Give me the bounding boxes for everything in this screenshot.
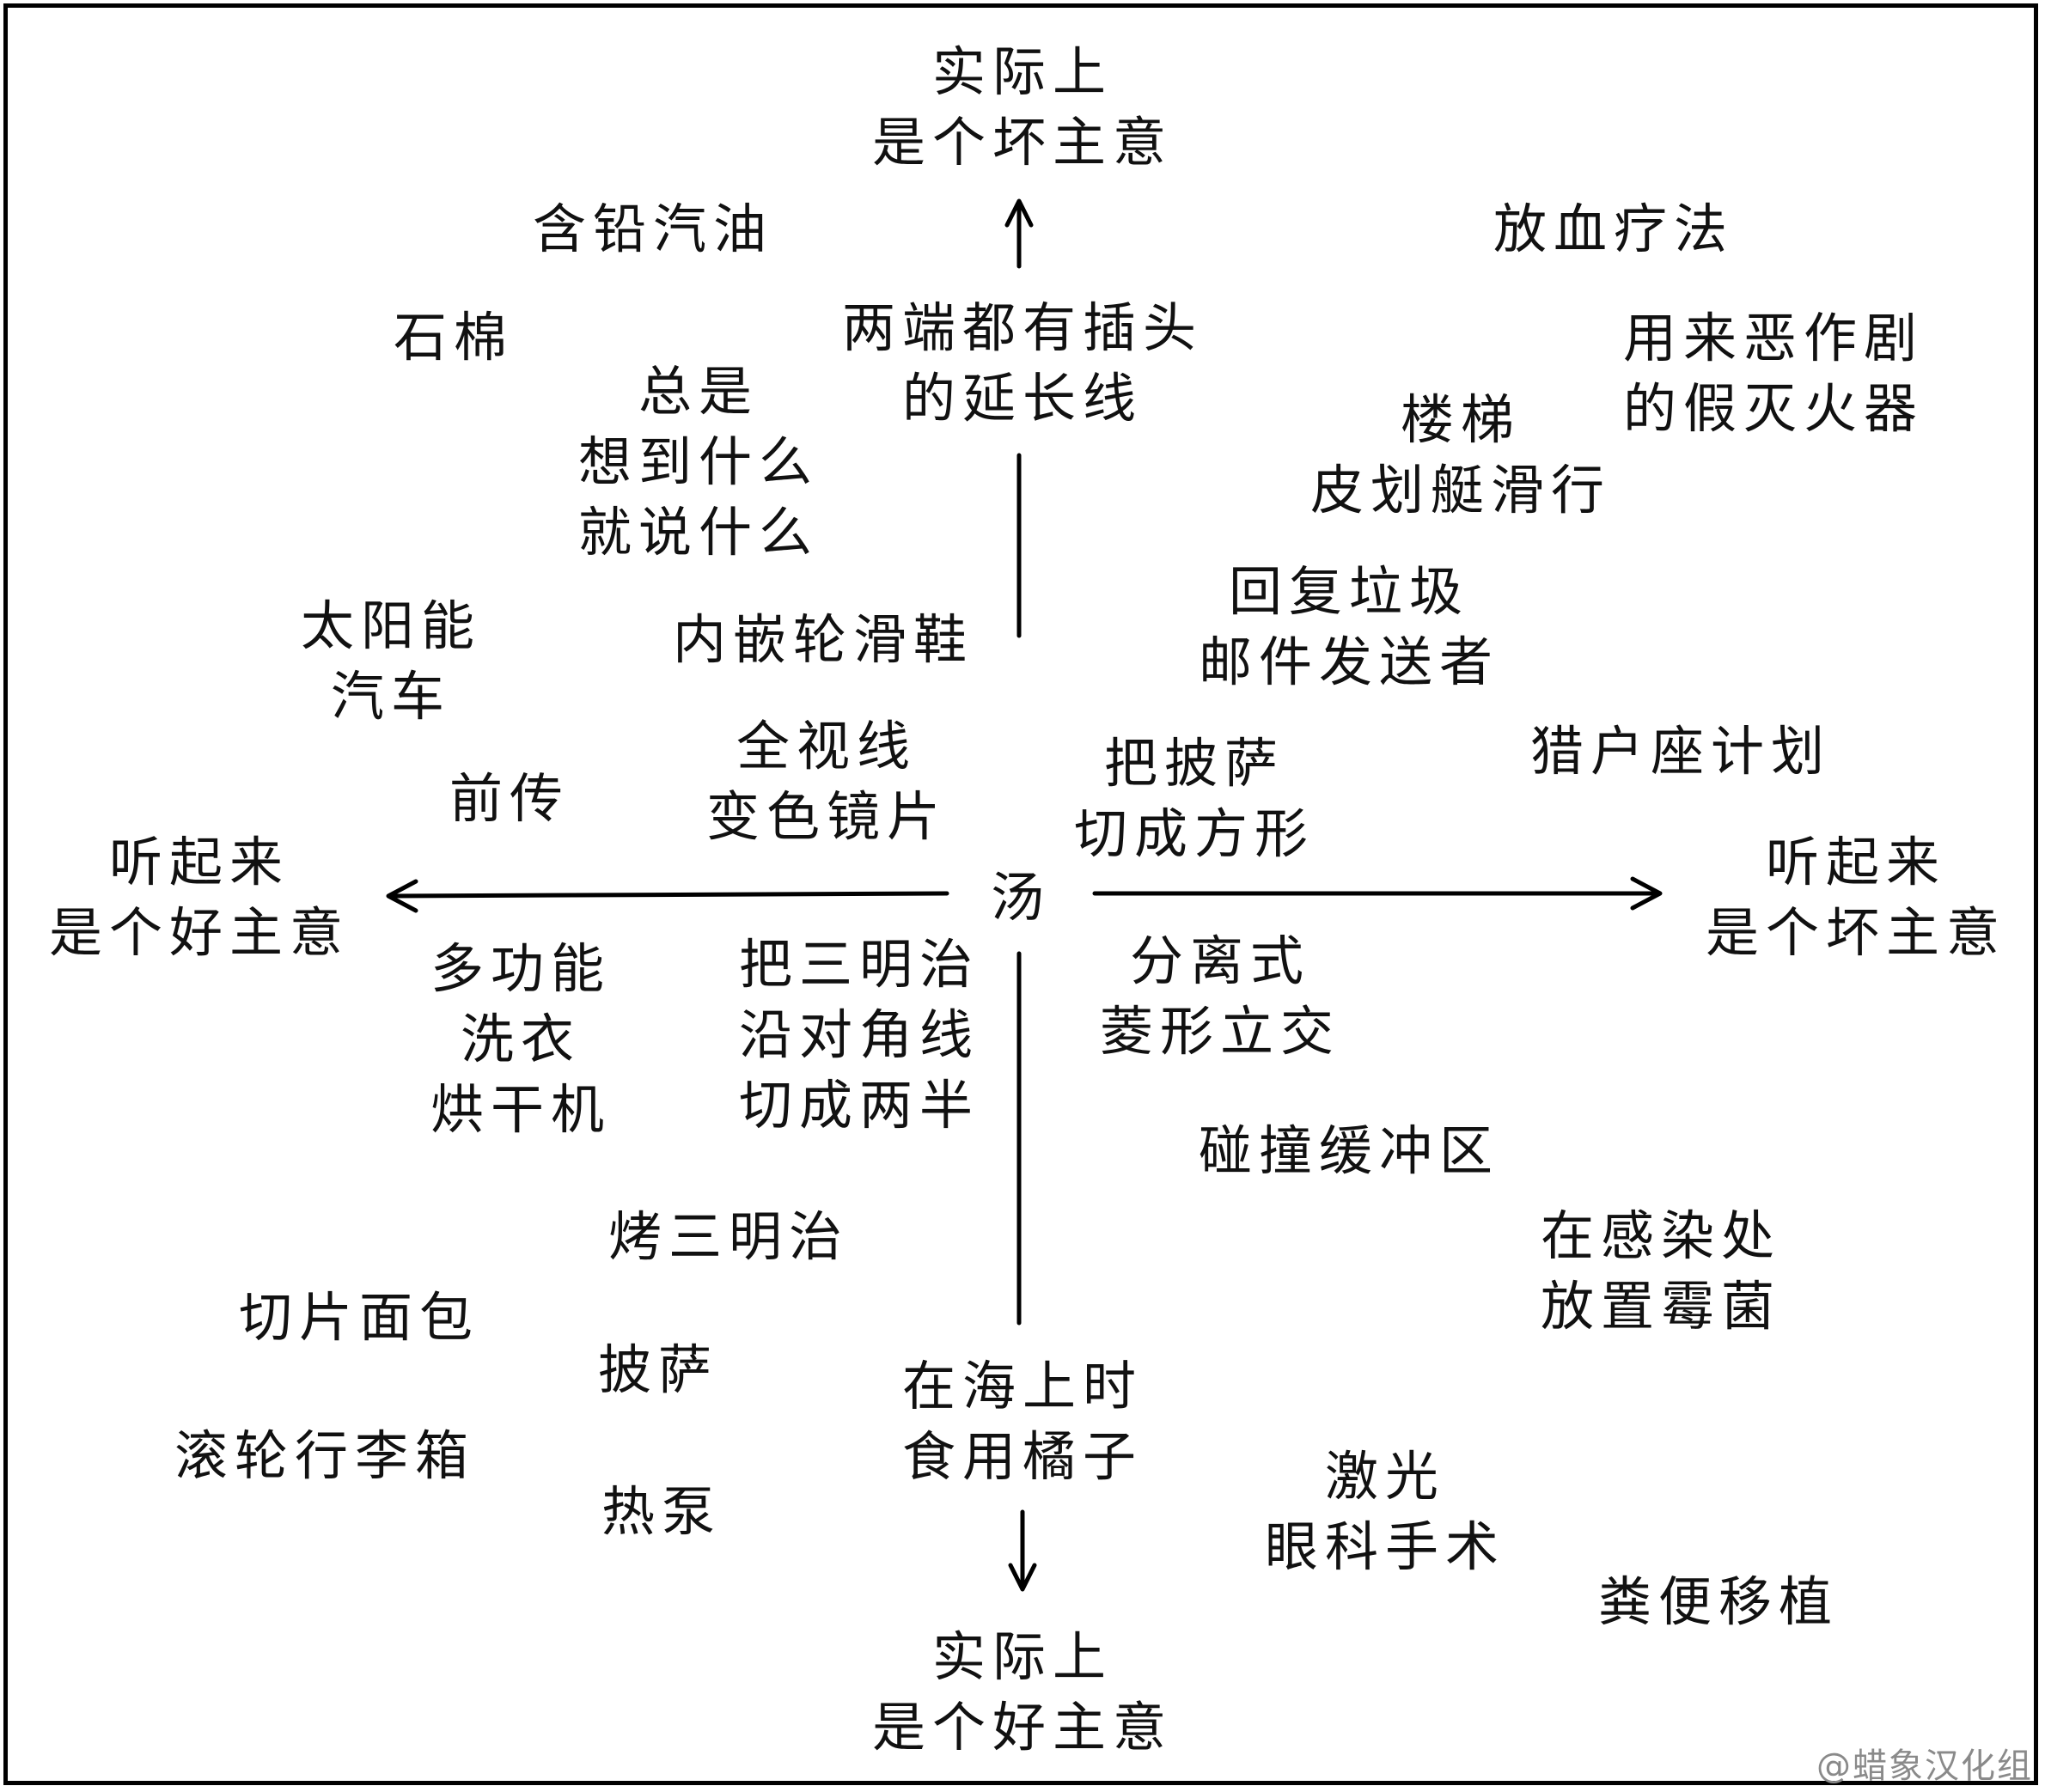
axis-label-right: 听起来是个坏主意 xyxy=(1705,831,2007,964)
item-stair-rowing: 楼梯皮划艇滑行 xyxy=(1309,388,1612,521)
item-leaded-gasoline: 含铅汽油 xyxy=(532,198,774,260)
axis-down-arrow xyxy=(1008,1509,1037,1592)
axis-label-left: 听起来是个好主意 xyxy=(48,831,351,964)
item-pizza: 披萨 xyxy=(597,1338,719,1401)
item-crumple-zones: 碰撞缓冲区 xyxy=(1198,1119,1500,1182)
item-solar-car: 太阳能汽车 xyxy=(300,594,482,728)
item-orion-plan: 猎户座计划 xyxy=(1529,720,1832,783)
credit-watermark: @蜡象汉化组 xyxy=(1816,1746,2033,1786)
item-bloodletting: 放血疗法 xyxy=(1493,198,1735,260)
item-square-pizza: 把披萨切成方形 xyxy=(1073,732,1316,865)
item-mold-infection: 在感染处放置霉菌 xyxy=(1540,1204,1782,1338)
item-prank-extinguisher: 用来恶作剧的假灭火器 xyxy=(1622,307,1925,440)
item-reply-spam: 回复垃圾邮件发送者 xyxy=(1198,560,1500,693)
item-oranges-at-sea: 在海上时食用橘子 xyxy=(901,1355,1144,1488)
axis-label-top: 实际上是个坏主意 xyxy=(871,40,1174,174)
item-transitions-lenses: 全视线变色镜片 xyxy=(705,715,948,848)
item-fecal-transplant: 粪便移植 xyxy=(1597,1570,1840,1633)
item-asbestos: 石棉 xyxy=(393,306,515,369)
item-heat-pump: 热泵 xyxy=(601,1480,723,1543)
item-toasted-sandwich: 烤三明治 xyxy=(607,1205,850,1268)
item-diagonal-sandwich: 把三明治沿对角线切成两半 xyxy=(738,933,980,1137)
axis-label-bottom: 实际上是个好主意 xyxy=(871,1625,1174,1758)
item-extension-cord: 两端都有插头的延长线 xyxy=(841,296,1204,430)
comic-frame xyxy=(3,3,2038,1785)
item-sliced-bread: 切片面包 xyxy=(238,1286,480,1349)
axis-right-arrow xyxy=(1630,876,1663,911)
axis-up-arrow xyxy=(1004,198,1034,269)
center-label: 汤 xyxy=(990,866,1052,929)
item-prequels: 前传 xyxy=(449,767,571,830)
item-rolling-luggage: 滚轮行李箱 xyxy=(174,1424,476,1487)
item-always-say: 总是想到什么就说什么 xyxy=(577,360,820,564)
item-cloverleaf: 分离式菱形立交 xyxy=(1099,930,1341,1063)
axis-left-line xyxy=(388,891,949,899)
item-washer-dryer: 多功能洗衣烘干机 xyxy=(430,937,612,1141)
axis-left-arrow xyxy=(386,879,418,913)
item-inline-skates: 内嵌轮滑鞋 xyxy=(672,608,974,671)
item-lasik: 激光眼科手术 xyxy=(1264,1445,1506,1578)
